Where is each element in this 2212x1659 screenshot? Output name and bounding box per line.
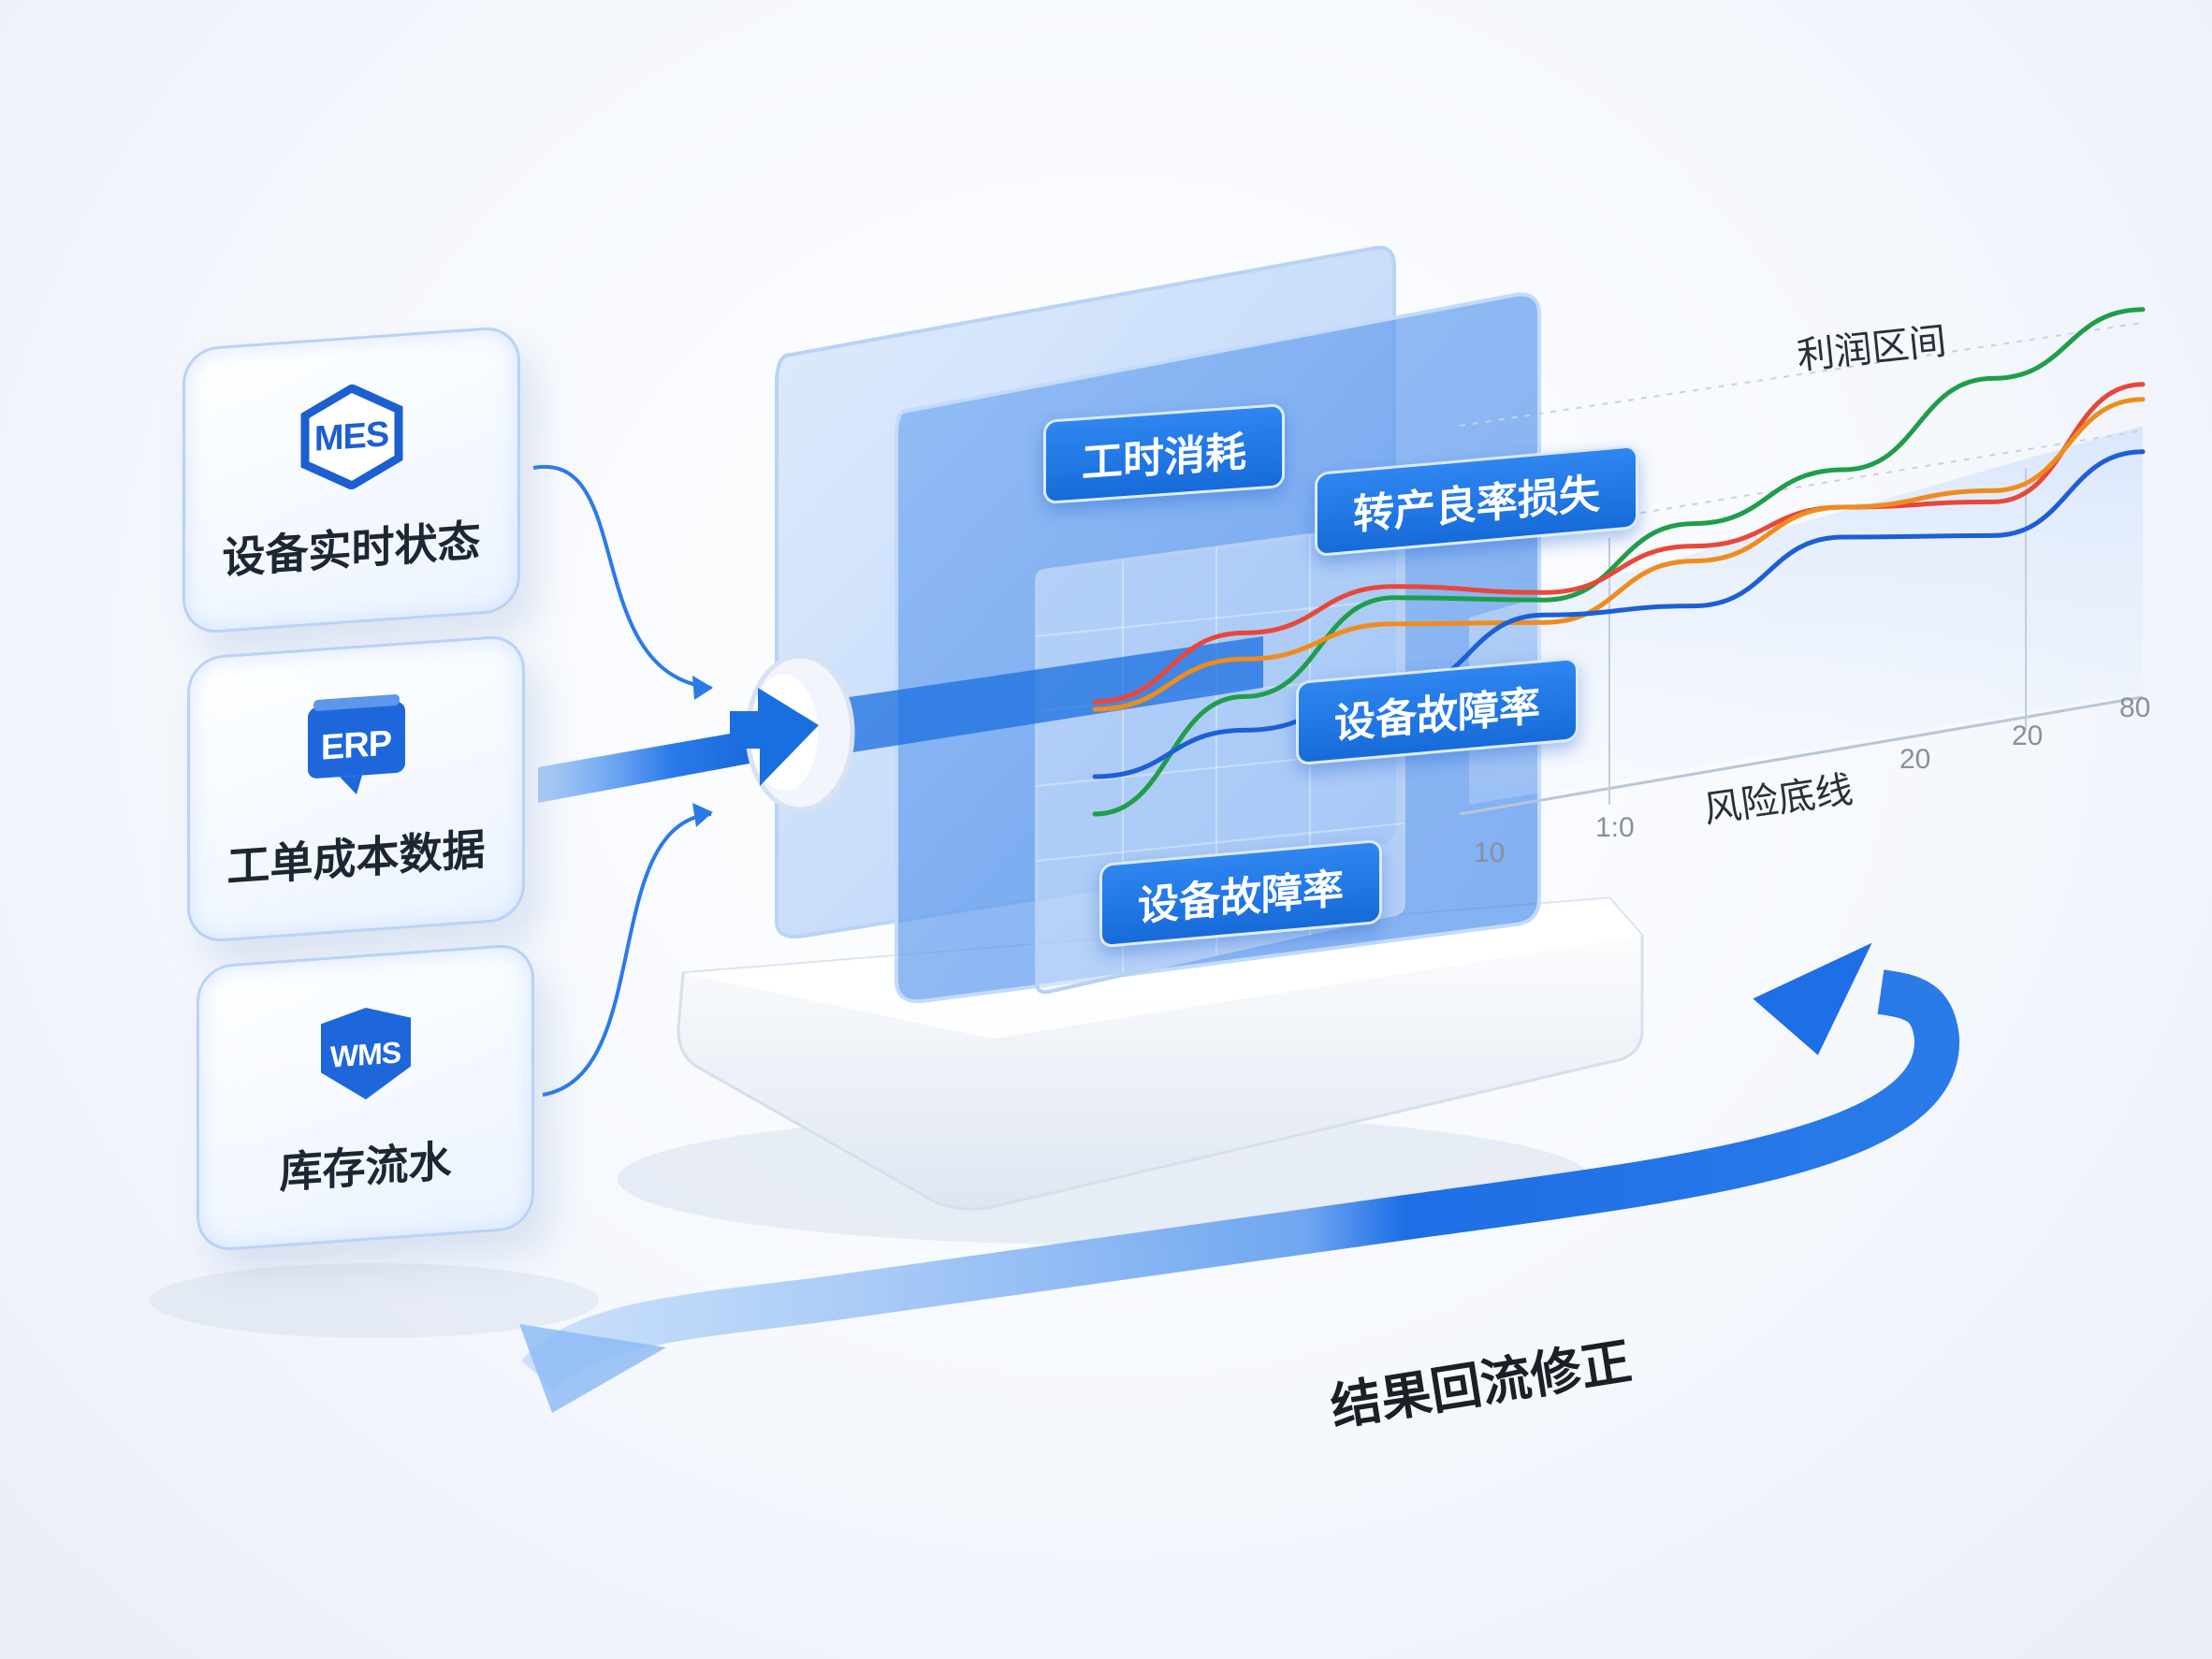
erp-speech-bubble-icon: ERP	[302, 690, 411, 802]
x-tick-label: 80	[2119, 692, 2151, 723]
source-card-mes[interactable]: MES 设备实时状态	[182, 325, 520, 635]
source-label-wms: 库存流水	[279, 1135, 452, 1199]
x-tick-label: 20	[2012, 720, 2044, 751]
tag-labor-hours: 工时消耗	[1043, 402, 1285, 505]
wms-shield-icon: WMS	[312, 998, 420, 1111]
x-tick-label: 1:0	[1595, 812, 1635, 843]
chart-series-line	[1092, 382, 2146, 705]
source-label-erp: 工单成本数据	[226, 823, 486, 893]
x-tick-label: 20	[1899, 744, 1931, 775]
chart-series-line	[1092, 307, 2146, 817]
chart-series-line	[1092, 449, 2146, 779]
chart-series-line	[1092, 397, 2146, 712]
source-label-mes: 设备实时状态	[222, 515, 481, 584]
mes-hexagon-icon: MES	[298, 381, 406, 493]
source-card-wms[interactable]: WMS 库存流水	[196, 942, 534, 1253]
x-tick-label: 10	[1474, 837, 1506, 868]
source-card-erp[interactable]: ERP 工单成本数据	[187, 633, 525, 944]
chart-series	[1092, 307, 2146, 817]
